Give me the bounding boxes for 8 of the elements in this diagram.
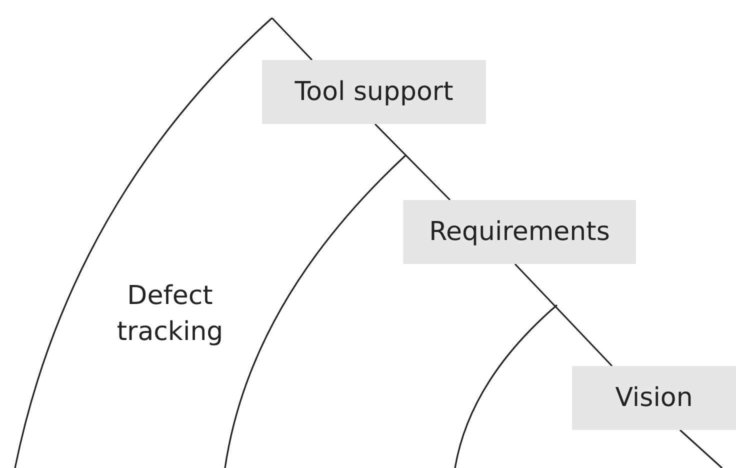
connector-line: [374, 123, 451, 201]
label-box: Vision: [572, 366, 736, 430]
label-box: Tool support: [262, 60, 486, 124]
label-box: Requirements: [403, 200, 636, 264]
connector-line: [679, 429, 723, 468]
connector-line: [271, 17, 313, 61]
layer-label: Defect tracking: [116, 280, 224, 349]
connector-line: [514, 263, 613, 367]
